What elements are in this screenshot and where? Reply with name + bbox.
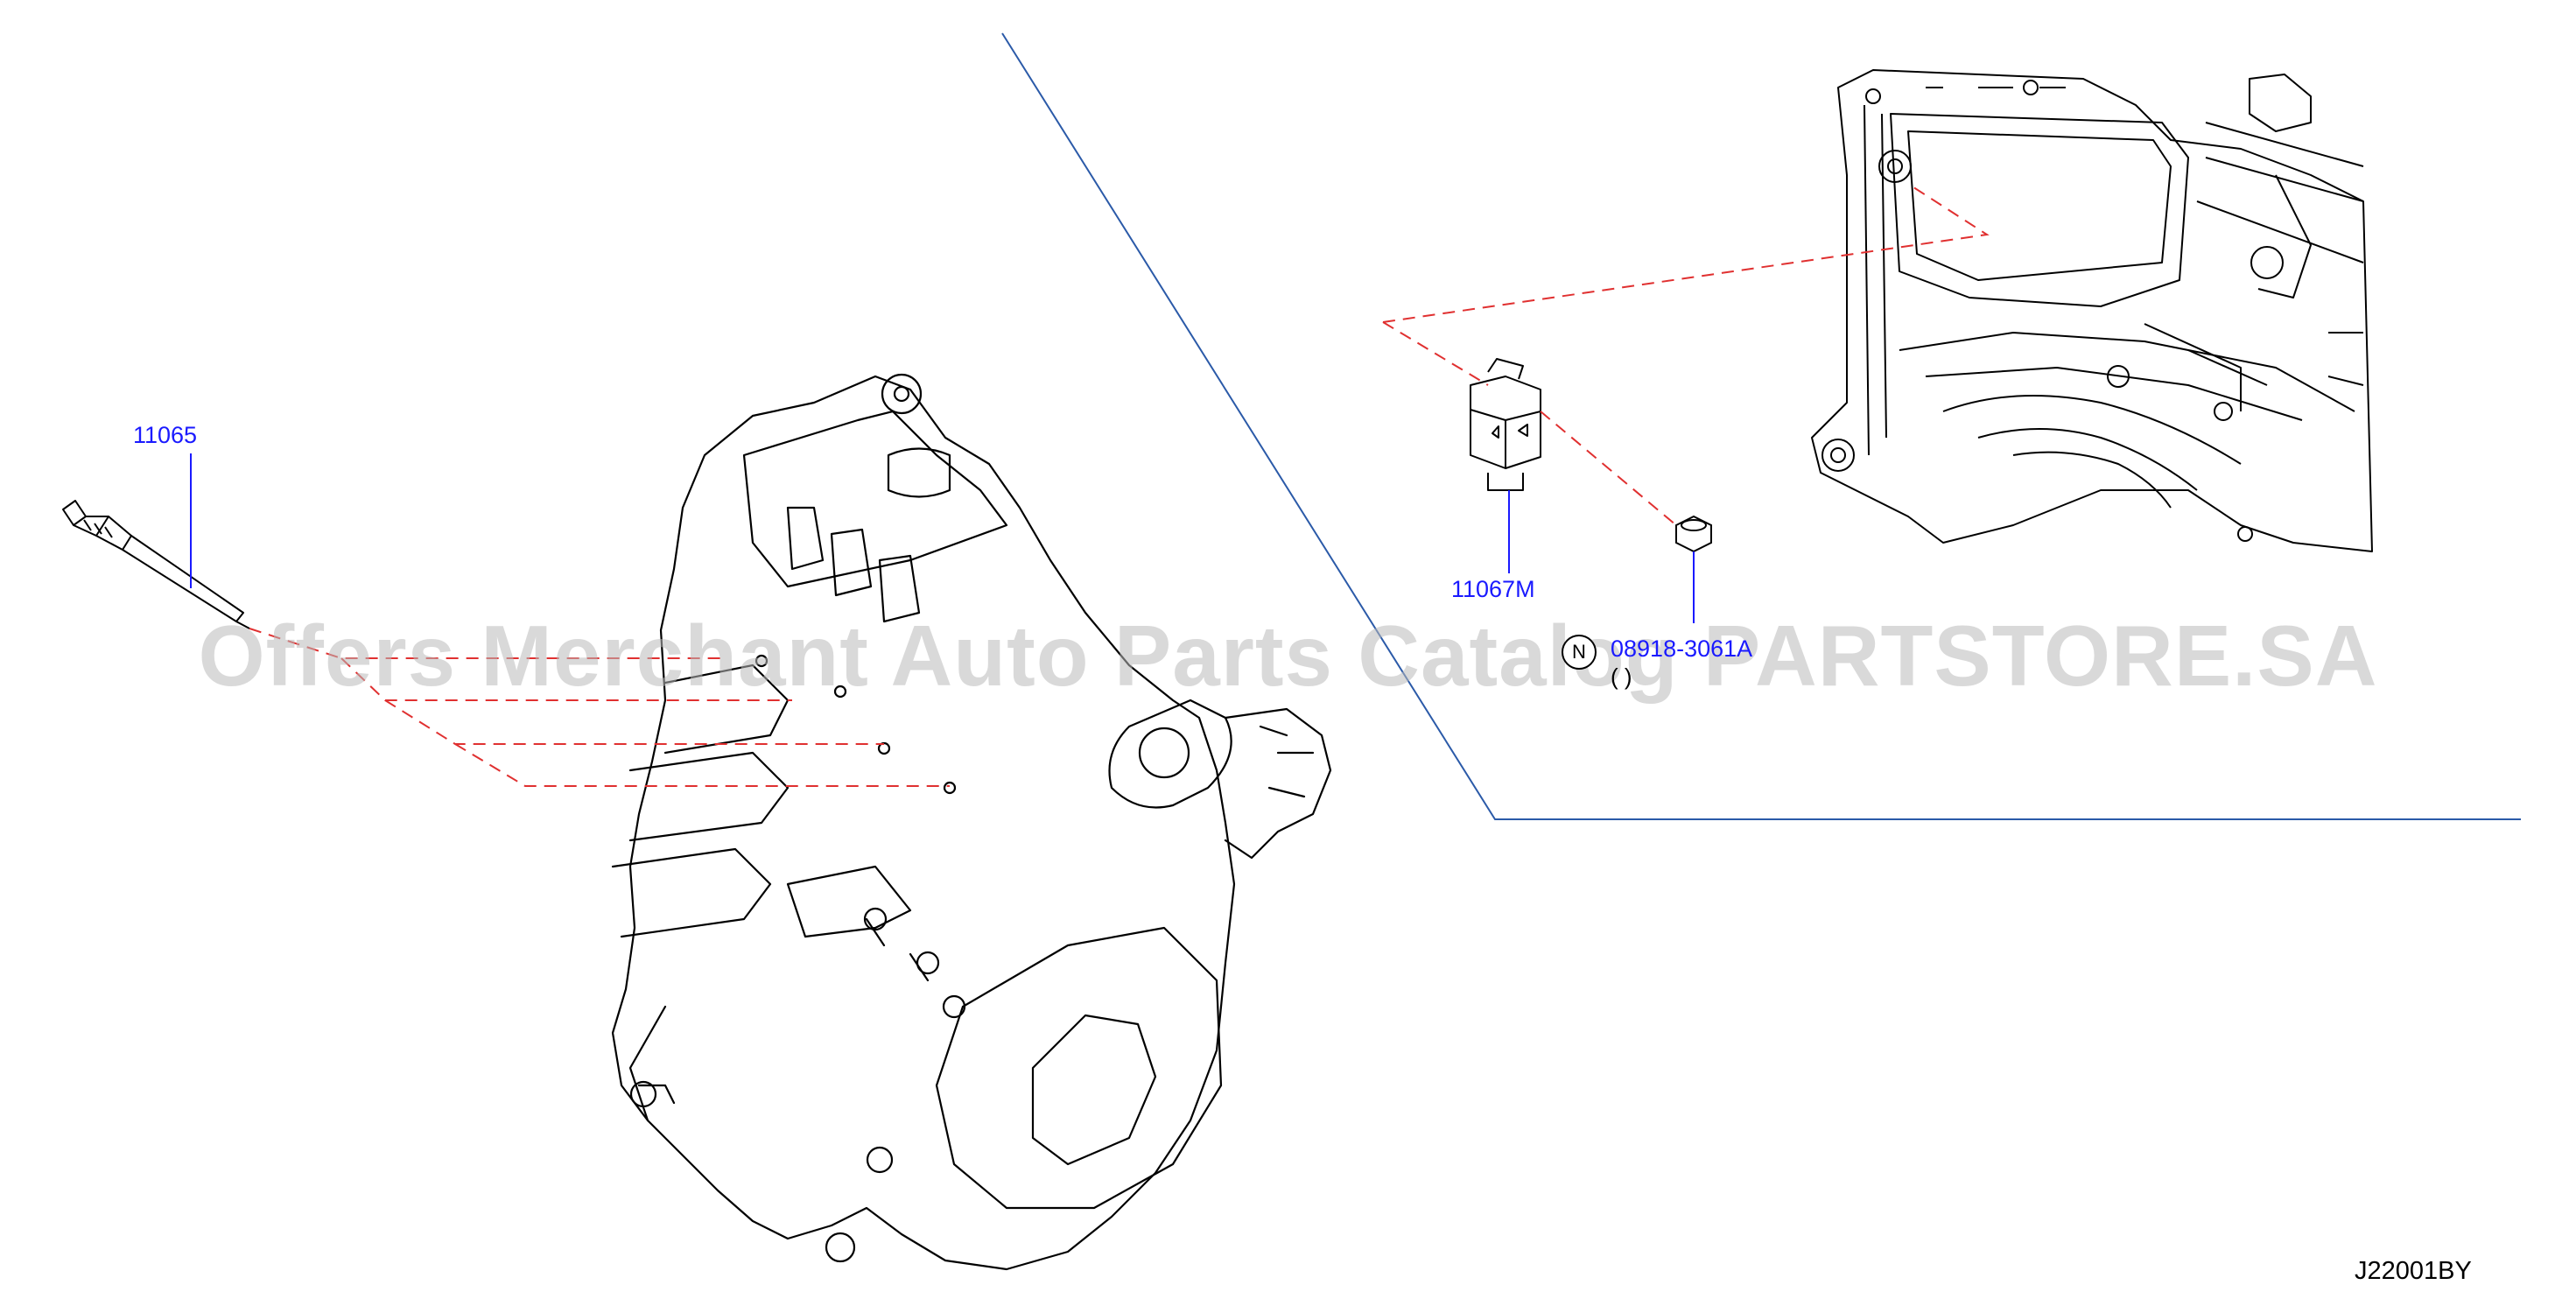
glow-plug-drawing [62,500,250,629]
n-badge-icon: N [1562,635,1597,670]
diagram-code: J22001BY [2355,1257,2472,1285]
quantity-placeholder: ( ) [1611,664,1632,690]
section-divider [1001,32,2521,820]
leader-lines [190,453,1695,623]
nut-drawing [1675,515,1712,553]
callout-08918-3061a[interactable]: 08918-3061A [1611,635,1753,662]
glow-relay-drawing [1470,358,1541,491]
callout-11065[interactable]: 11065 [133,422,198,448]
engine-block-drawing [611,373,1332,1271]
vehicle-body-drawing [1811,69,2373,552]
assembly-guide-lines [249,183,1990,787]
callout-11067m[interactable]: 11067M [1451,576,1535,602]
